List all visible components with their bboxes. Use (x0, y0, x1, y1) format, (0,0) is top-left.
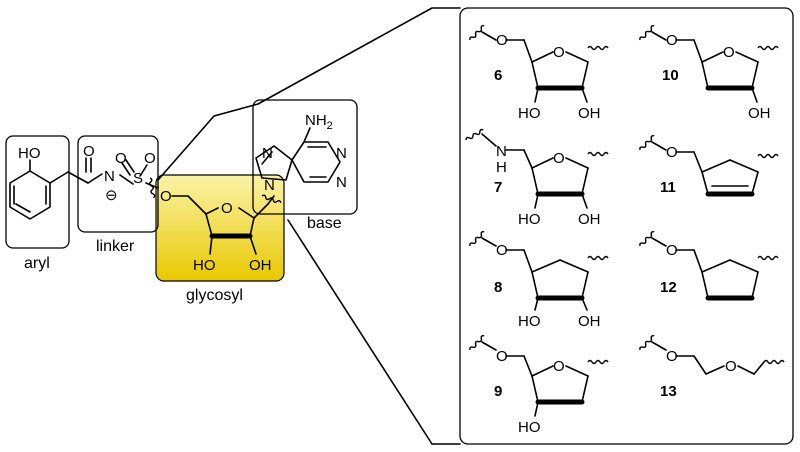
analog-7-h: H (496, 159, 507, 176)
analog-8-exo-oxygen: O (496, 242, 508, 259)
adenine-amino: NH2 (305, 112, 333, 132)
glycosyl-highlight (155, 174, 285, 282)
compound-9-number: 9 (494, 383, 502, 400)
analog-10-oh: OH (748, 105, 771, 122)
analog-9-ho: HO (518, 419, 541, 436)
compound-6-number: 6 (494, 67, 502, 84)
analog-9 (468, 334, 609, 417)
analog-7-ho: HO (518, 211, 541, 228)
compound-7-number: 7 (494, 179, 502, 196)
aryl-box (5, 135, 70, 249)
zoom-line-top (157, 7, 461, 181)
analog-10-exo-oxygen: O (666, 32, 678, 49)
analog-8-oh: OH (578, 313, 601, 330)
analog-6-ring-oxygen: O (553, 44, 565, 61)
adenine-ring (255, 127, 341, 183)
analog-13 (638, 334, 785, 375)
carbonyl-oxygen: O (83, 143, 95, 160)
analog-panel (459, 7, 794, 445)
sulfur: S (133, 170, 143, 187)
ribose-ring-oxygen: O (221, 200, 233, 217)
compound-10-number: 10 (662, 67, 679, 84)
analog-7-nitrogen: N (496, 143, 507, 160)
analog-6-oh: OH (578, 105, 601, 122)
analog-13-oxygen-2: O (725, 358, 737, 375)
adenine-n3: N (336, 174, 347, 191)
analog-7-ring-oxygen: O (553, 150, 565, 167)
analog-8-ho: HO (518, 313, 541, 330)
analog-6 (468, 24, 609, 103)
sulfonyl-oxygen-1: O (115, 150, 127, 167)
analog-10-ring-oxygen: O (723, 44, 735, 61)
analog-6-ho: HO (518, 105, 541, 122)
sulfonamide-nitrogen: N (104, 168, 115, 185)
benzene-ring (9, 159, 69, 220)
sulfonyl-oxygen-2: O (144, 150, 156, 167)
linker-box (77, 135, 159, 233)
ribose-5-oxygen: O (160, 188, 172, 205)
nitrogen-charge: ⊖ (105, 187, 118, 204)
ribose-3-hydroxyl: HO (193, 257, 216, 274)
adenine-n1: N (336, 145, 347, 162)
analog-13-oxygen-1: O (666, 348, 678, 365)
adenine-n9: N (264, 177, 275, 194)
analog-9-exo-oxygen: O (496, 348, 508, 365)
linker-bonds (67, 157, 159, 189)
analog-11 (638, 134, 779, 197)
compound-12-number: 12 (660, 279, 677, 296)
adenine-n7: N (262, 145, 273, 162)
base-box (252, 99, 358, 215)
analog-10 (638, 24, 779, 103)
label-glycosyl: glycosyl (186, 287, 243, 304)
analog-12-exo-oxygen: O (666, 242, 678, 259)
label-linker: linker (96, 238, 135, 255)
analog-7-oh: OH (578, 211, 601, 228)
label-base: base (307, 215, 342, 232)
zoom-line-bottom (287, 219, 433, 445)
compound-8-number: 8 (494, 279, 502, 296)
analog-9-ring-oxygen: O (553, 358, 565, 375)
analog-11-exo-oxygen: O (666, 144, 678, 161)
compound-11-number: 11 (660, 179, 676, 196)
cleavage-wavy-line (147, 177, 156, 199)
ribose-2-hydroxyl: OH (249, 257, 272, 274)
analog-12 (638, 230, 779, 301)
aryl-hydroxyl: HO (18, 145, 41, 162)
analog-6-exo-oxygen: O (496, 32, 508, 49)
analog-7 (464, 128, 609, 209)
label-aryl: aryl (24, 255, 50, 272)
compound-13-number: 13 (660, 383, 677, 400)
ribose-ring (171, 195, 275, 255)
analog-8 (468, 230, 609, 311)
